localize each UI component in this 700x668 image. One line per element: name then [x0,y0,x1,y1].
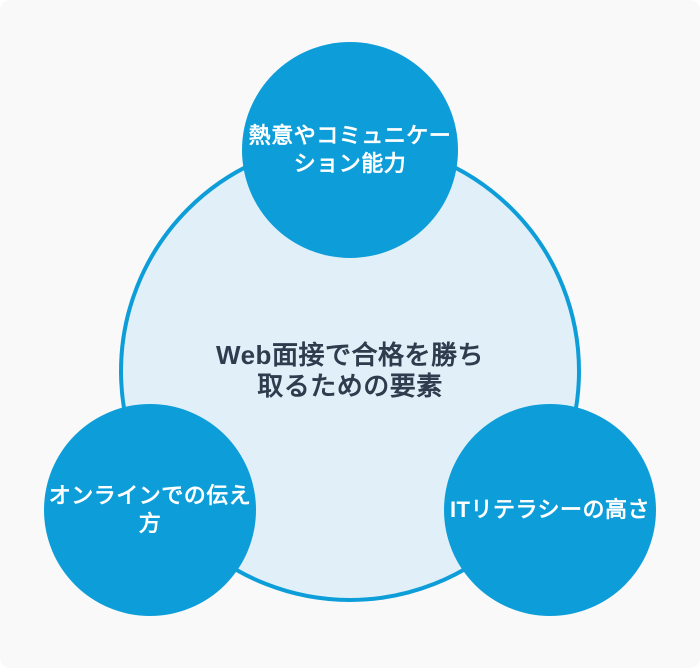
center-circle-label: Web面接で合格を勝ち 取るための要素 [216,340,484,401]
center-label-line-2: 取るための要素 [257,371,443,401]
element-circle-top: 熱意やコミュニケー ション能力 [242,42,458,258]
element-bottom-right-line-1: ITリテラシーの高さ [449,496,651,522]
element-circle-bottom-right: ITリテラシーの高さ [444,404,656,616]
element-bottom-left-line-2: 方 [138,511,162,536]
element-circle-bottom-left: オンラインでの伝え 方 [44,404,256,616]
element-top-line-2: ション能力 [293,151,407,176]
element-bottom-left-line-1: オンラインでの伝え [48,482,252,508]
element-circle-bottom-left-label: オンラインでの伝え 方 [49,482,252,538]
element-circle-top-label: 熱意やコミュニケー ション能力 [249,122,452,178]
element-circle-bottom-right-label: ITリテラシーの高さ [450,496,650,524]
element-top-line-1: 熱意やコミュニケー [248,122,452,148]
center-label-line-1: Web面接で合格を勝ち [216,340,484,371]
